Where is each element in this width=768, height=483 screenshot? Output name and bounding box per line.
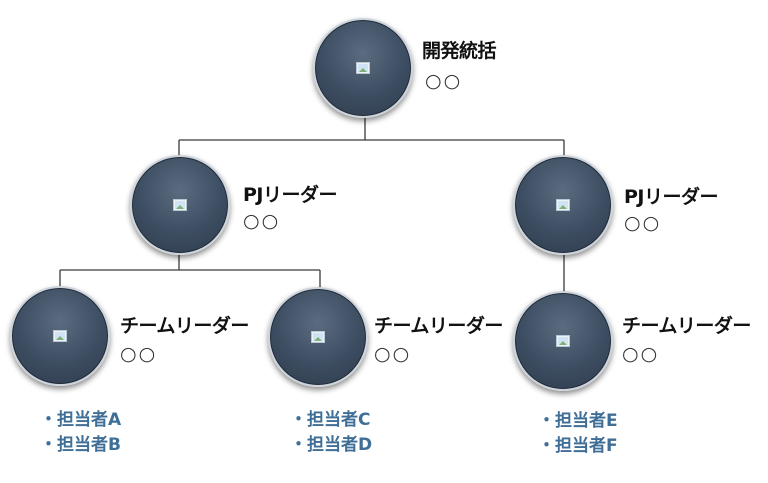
photo-placeholder-icon [356,62,370,74]
team-c-node-photo [513,291,613,391]
member-item: ・担当者C [290,410,371,430]
team-b-node-photo [268,287,368,387]
pj-left-node-photo [130,155,230,255]
photo-placeholder-icon [556,335,570,347]
pj-left-node-name: ○○ [243,210,281,232]
team-b-members: ・担当者C ・担当者D [290,408,372,458]
pj-right-node-name: ○○ [624,212,662,234]
member-item: ・担当者D [290,435,373,455]
top-node-name: ○○ [425,70,463,92]
top-node-photo [313,18,413,118]
member-item: ・担当者B [40,435,121,455]
pj-left-node-title: PJリーダー [243,184,338,206]
pj-right-node-photo [513,155,613,255]
team-b-node-name: ○○ [374,343,412,365]
photo-placeholder-icon [556,199,570,211]
photo-placeholder-icon [53,330,67,342]
team-a-node-name: ○○ [120,343,158,365]
team-b-node-title: チームリーダー [374,315,503,337]
team-a-node-photo [10,286,110,386]
photo-placeholder-icon [173,199,187,211]
top-node-title: 開発統括 [422,40,497,62]
team-a-members: ・担当者A ・担当者B [40,408,121,458]
member-item: ・担当者E [538,411,618,431]
team-c-node-title: チームリーダー [622,315,751,337]
pj-right-node-title: PJリーダー [624,186,719,208]
member-item: ・担当者F [538,436,618,456]
team-c-node-name: ○○ [622,343,660,365]
member-item: ・担当者A [40,410,122,430]
team-a-node-title: チームリーダー [120,315,249,337]
team-c-members: ・担当者E ・担当者F [538,409,618,459]
photo-placeholder-icon [311,331,325,343]
